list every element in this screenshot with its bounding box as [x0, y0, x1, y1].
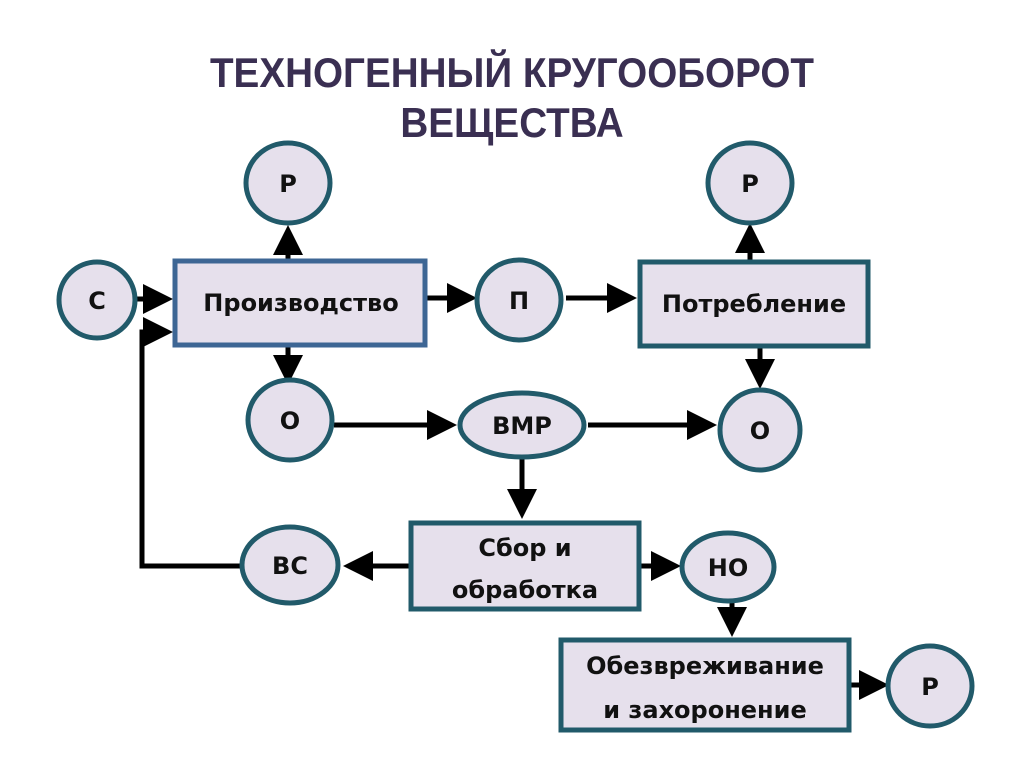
- edge-vs-production: [139, 317, 240, 569]
- label-r-bottom: Р: [921, 673, 939, 701]
- label-r-top-right: Р: [741, 170, 759, 198]
- label-disposal-line2: и захоронение: [603, 696, 806, 724]
- node-o-right: [717, 387, 803, 473]
- label-c: С: [88, 287, 106, 315]
- title-line-2: ВЕЩЕСТВА: [400, 99, 624, 146]
- label-p: П: [509, 287, 529, 315]
- title-line-1: ТЕХНОГЕННЫЙ КРУГООБОРОТ: [209, 49, 815, 96]
- label-disposal-line1: Обезвреживание: [586, 652, 824, 680]
- node-c: [56, 259, 138, 341]
- label-production: Производство: [203, 289, 398, 317]
- label-o-left: О: [280, 407, 300, 435]
- node-collection: [408, 520, 642, 612]
- label-vs: ВС: [272, 552, 308, 580]
- node-production: [172, 258, 428, 348]
- label-collection-line2: обработка: [452, 576, 598, 604]
- node-r-top-left: [243, 140, 333, 226]
- node-r-bottom: [885, 643, 975, 729]
- label-no: НО: [708, 554, 749, 582]
- node-p: [474, 257, 564, 343]
- label-vmr: ВМР: [492, 412, 552, 440]
- label-r-top-left: Р: [279, 170, 297, 198]
- label-collection-line1: Сбор и: [478, 534, 571, 562]
- node-vs: [239, 524, 341, 606]
- label-consumption: Потребление: [662, 290, 846, 318]
- node-vmr: [457, 390, 587, 460]
- node-o-left: [245, 377, 335, 463]
- label-o-right: О: [750, 417, 770, 445]
- node-no: [679, 530, 777, 604]
- node-consumption: [637, 259, 871, 349]
- node-r-top-right: [705, 140, 795, 226]
- node-disposal: [558, 637, 852, 733]
